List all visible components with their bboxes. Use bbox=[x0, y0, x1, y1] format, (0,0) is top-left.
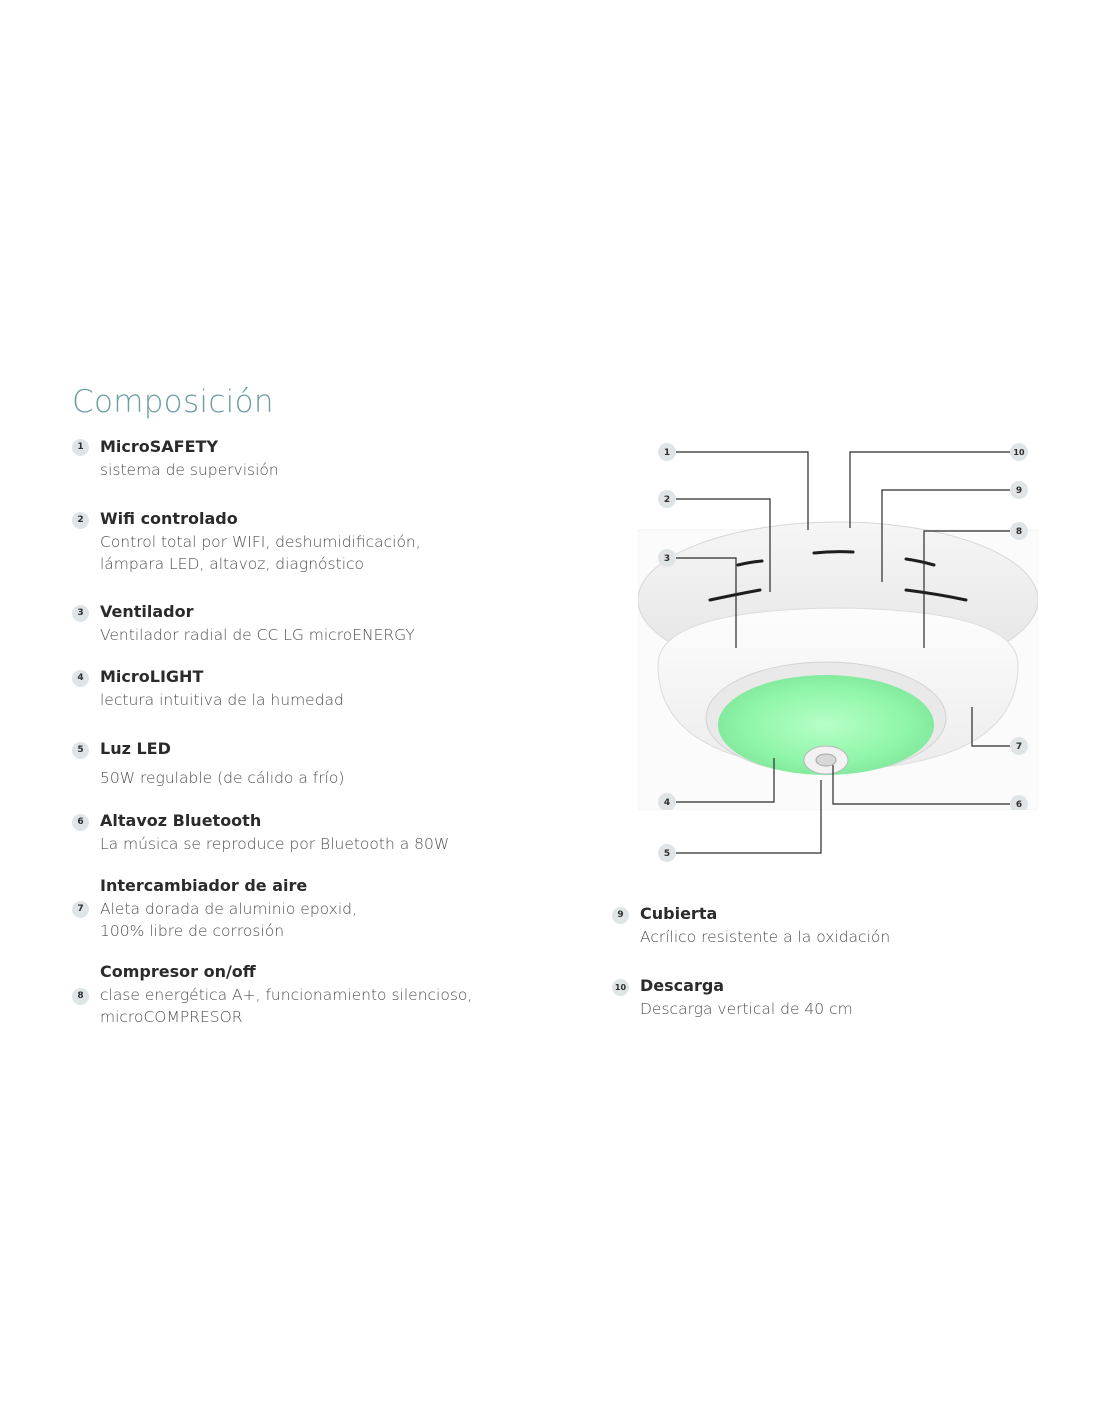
page-title: Composición bbox=[72, 384, 274, 420]
item-title: Descarga bbox=[640, 976, 725, 995]
item-desc: Control total por WIFI, deshumidificació… bbox=[100, 533, 421, 551]
item-desc: sistema de supervisión bbox=[100, 461, 279, 479]
number-badge-5: 5 bbox=[72, 742, 89, 759]
item-title: MicroLIGHT bbox=[100, 667, 204, 686]
callout-label-1: 1 bbox=[664, 448, 670, 458]
vent-slot bbox=[904, 588, 968, 602]
item-desc: 100% libre de corrosión bbox=[100, 922, 285, 940]
leader-lines bbox=[676, 451, 1010, 805]
callout-label-2: 2 bbox=[664, 495, 670, 505]
callout-badge-9 bbox=[1010, 481, 1028, 499]
leader-line-6 bbox=[832, 765, 1010, 805]
number-badge-4: 4 bbox=[72, 670, 89, 687]
callout-badge-3 bbox=[658, 549, 676, 567]
vent-slot bbox=[736, 559, 764, 567]
item-title: Wifi controlado bbox=[100, 509, 238, 528]
item-title: Compresor on/off bbox=[100, 962, 256, 981]
item-desc: lámpara LED, altavoz, diagnóstico bbox=[100, 555, 364, 573]
item-desc: La música se reproduce por Bluetooth a 8… bbox=[100, 835, 450, 853]
product-illustration: 1 2 3 4 7 6 8 9 10 bbox=[637, 443, 1039, 813]
callout-label-10: 10 bbox=[1013, 448, 1025, 457]
callout-badge-1 bbox=[658, 443, 676, 461]
callout-badge-2 bbox=[658, 490, 676, 508]
callout-label-5: 5 bbox=[664, 849, 670, 859]
callout-label-9: 9 bbox=[1016, 486, 1022, 496]
number-badge-7: 7 bbox=[72, 901, 89, 918]
callout-badge-5 bbox=[658, 844, 676, 862]
number-badge-1: 1 bbox=[72, 439, 89, 456]
callout-label-3: 3 bbox=[664, 554, 670, 564]
item-desc: 50W regulable (de cálido a frío) bbox=[100, 769, 345, 787]
callout-badge-4 bbox=[658, 793, 676, 811]
callout-label-8: 8 bbox=[1016, 527, 1022, 537]
callout-badge-10 bbox=[1010, 443, 1028, 461]
leader-line-9 bbox=[881, 489, 1010, 582]
item-desc: clase energética A+, funcionamiento sile… bbox=[100, 986, 473, 1004]
number-badge-9: 9 bbox=[612, 907, 629, 924]
number-badge-10: 10 bbox=[612, 979, 629, 996]
item-title: Luz LED bbox=[100, 739, 171, 758]
leader-line-2 bbox=[676, 498, 771, 592]
number-badge-2: 2 bbox=[72, 512, 89, 529]
leader-line-10 bbox=[849, 451, 1010, 528]
item-title: Altavoz Bluetooth bbox=[100, 811, 262, 830]
vent-slot bbox=[904, 557, 936, 567]
item-desc: Acrílico resistente a la oxidación bbox=[640, 928, 891, 946]
leader-line-3 bbox=[676, 557, 737, 648]
speaker-center bbox=[815, 753, 837, 767]
led-disc bbox=[718, 675, 934, 775]
callout-label-4: 4 bbox=[664, 798, 670, 808]
vent-slot bbox=[812, 550, 855, 555]
item-title: Intercambiador de aire bbox=[100, 876, 308, 895]
callout-badge-8 bbox=[1010, 522, 1028, 540]
item-desc: microCOMPRESOR bbox=[100, 1008, 243, 1026]
callout-5-overlay: 5 bbox=[658, 780, 822, 862]
item-title: MicroSAFETY bbox=[100, 437, 219, 456]
item-title: Cubierta bbox=[640, 904, 718, 923]
callout-label-6: 6 bbox=[1016, 800, 1022, 810]
leader-line-8 bbox=[923, 530, 1010, 648]
item-title: Ventilador bbox=[100, 602, 194, 621]
callout-badge-7 bbox=[1010, 737, 1028, 755]
number-badge-3: 3 bbox=[72, 605, 89, 622]
item-desc: Descarga vertical de 40 cm bbox=[640, 1000, 853, 1018]
item-desc: Aleta dorada de aluminio epoxid, bbox=[100, 900, 357, 918]
number-badge-6: 6 bbox=[72, 814, 89, 831]
leader-line-7 bbox=[971, 707, 1010, 747]
callout-badge-6 bbox=[1010, 795, 1028, 813]
leader-line-5 bbox=[676, 780, 822, 854]
product-diagram: 1 2 3 4 7 6 8 9 10 bbox=[637, 440, 1039, 813]
number-badge-8: 8 bbox=[72, 988, 89, 1005]
item-desc: Ventilador radial de CC LG microENERGY bbox=[100, 626, 415, 644]
vent-slot bbox=[708, 588, 762, 602]
item-desc: lectura intuitiva de la humedad bbox=[100, 691, 344, 709]
leader-line-4 bbox=[676, 758, 775, 803]
callout-badges: 1 2 3 4 7 6 8 9 10 bbox=[658, 443, 1028, 813]
leader-line-1 bbox=[676, 451, 809, 530]
callout-label-7: 7 bbox=[1016, 742, 1022, 752]
